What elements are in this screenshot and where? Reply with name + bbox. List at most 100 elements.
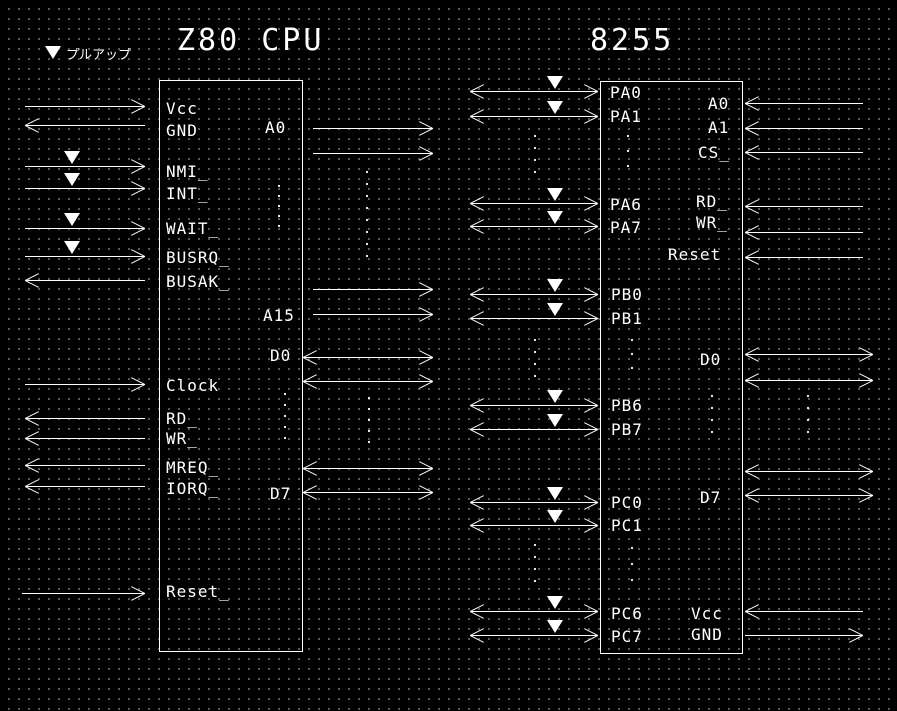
ppi-pc-wire-dots xyxy=(533,543,537,583)
continuation-dot xyxy=(626,134,630,138)
ppi-pa6-pullup-icon xyxy=(547,188,563,201)
ppi-pin-pb1: PB1 xyxy=(611,309,643,328)
continuation-dot xyxy=(277,204,281,208)
cpu-title: Z80 CPU xyxy=(177,23,324,58)
continuation-dot xyxy=(365,206,369,210)
continuation-dot xyxy=(533,362,537,366)
ppi-pa1-pullup-icon xyxy=(547,101,563,114)
cpu-pin-nmi: NMI_ xyxy=(166,162,209,181)
ppi-pc-label-dots xyxy=(630,546,634,582)
continuation-dot xyxy=(626,149,630,153)
continuation-dot xyxy=(630,578,634,582)
cpu-pin-a0: A0 xyxy=(265,118,286,137)
cpu-pin-d7: D7 xyxy=(270,484,291,503)
cpu-wait-pullup-icon xyxy=(64,213,80,226)
continuation-dot xyxy=(277,194,281,198)
ppi-pb-label-dots xyxy=(630,338,634,370)
continuation-dot xyxy=(365,230,369,234)
continuation-dot xyxy=(283,403,287,407)
continuation-dots xyxy=(277,134,810,583)
continuation-dot xyxy=(277,214,281,218)
ppi-pin-rd: RD_ xyxy=(696,192,728,211)
continuation-dot xyxy=(806,406,810,410)
continuation-dot xyxy=(533,146,537,150)
ppi-pin-wr: WR_ xyxy=(696,213,728,232)
continuation-dot xyxy=(283,414,287,418)
continuation-dot xyxy=(533,555,537,559)
cpu-int-wait-dots xyxy=(277,184,281,228)
continuation-dot xyxy=(626,164,630,168)
cpu-pin-rd: RD_ xyxy=(166,409,198,428)
continuation-dot xyxy=(533,134,537,138)
cpu-pin-clock: Clock xyxy=(166,376,219,395)
continuation-dot xyxy=(710,430,714,434)
ppi-pin-pa7: PA7 xyxy=(610,218,642,237)
cpu-pin-iorq: IORQ_ xyxy=(166,479,219,498)
ppi-pc6-pullup-icon xyxy=(547,596,563,609)
continuation-dot xyxy=(806,394,810,398)
cpu-address-bus-dots xyxy=(365,170,369,258)
continuation-dot xyxy=(367,440,371,444)
continuation-dot xyxy=(283,392,287,396)
ppi-pa-label-dots xyxy=(626,134,630,168)
continuation-dot xyxy=(533,567,537,571)
ppi-chip-body xyxy=(600,81,743,654)
cpu-d-pin-dots xyxy=(283,392,287,440)
cpu-pin-a15: A15 xyxy=(263,306,295,325)
ppi-pa0-pullup-icon xyxy=(547,76,563,89)
continuation-dot xyxy=(533,579,537,583)
continuation-dot xyxy=(365,182,369,186)
continuation-dot xyxy=(533,374,537,378)
legend-label: プルアップ xyxy=(66,48,131,63)
ppi-title: 8255 xyxy=(590,23,674,58)
cpu-pin-reset: Reset_ xyxy=(166,582,230,601)
ppi-pa7-pullup-icon xyxy=(547,211,563,224)
cpu-pin-vcc: Vcc xyxy=(166,99,198,118)
ppi-right-pin-labels: A0 A1 CS_ RD_ WR_ Reset D0 D7 Vcc GND xyxy=(668,94,729,644)
ppi-pin-a1: A1 xyxy=(708,118,729,137)
signal-wires xyxy=(22,92,873,636)
ppi-pin-a0: A0 xyxy=(708,94,729,113)
ppi-pin-d0: D0 xyxy=(700,350,721,369)
ppi-pc7-pullup-icon xyxy=(547,620,563,633)
continuation-dot xyxy=(365,218,369,222)
cpu-int-pullup-icon xyxy=(64,173,80,186)
ppi-d-wire-dots xyxy=(806,394,810,434)
cpu-data-bus-dots xyxy=(367,396,371,444)
ppi-pin-pc6: PC6 xyxy=(611,604,643,623)
ppi-pin-pc7: PC7 xyxy=(611,627,643,646)
cpu-right-pin-labels: A0 A15 D0 D7 xyxy=(263,118,295,503)
cpu-pin-d0: D0 xyxy=(270,346,291,365)
continuation-dot xyxy=(365,254,369,258)
ppi-pc0-pullup-icon xyxy=(547,487,563,500)
ppi-left-pin-labels: PA0 PA1 PA6 PA7 PB0 PB1 PB6 PB7 PC0 PC1 … xyxy=(610,83,643,646)
ppi-pin-gnd: GND xyxy=(691,625,723,644)
continuation-dot xyxy=(630,366,634,370)
cpu-nmi-pullup-icon xyxy=(64,151,80,164)
ppi-pin-vcc: Vcc xyxy=(691,604,723,623)
ppi-pin-pb7: PB7 xyxy=(611,420,643,439)
cpu-pin-int: INT_ xyxy=(166,184,209,203)
ppi-pb7-pullup-icon xyxy=(547,414,563,427)
continuation-dot xyxy=(533,338,537,342)
continuation-dot xyxy=(710,406,714,410)
continuation-dot xyxy=(367,429,371,433)
legend: プルアップ xyxy=(45,46,131,63)
continuation-dot xyxy=(365,170,369,174)
continuation-dot xyxy=(367,396,371,400)
continuation-dot xyxy=(533,543,537,547)
ppi-pin-pb0: PB0 xyxy=(611,285,643,304)
ppi-pin-pb6: PB6 xyxy=(611,396,643,415)
ppi-pin-d7: D7 xyxy=(700,488,721,507)
cpu-chip-body xyxy=(159,80,303,652)
continuation-dot xyxy=(630,338,634,342)
pullup-legend-icon xyxy=(45,46,61,59)
ppi-pb0-pullup-icon xyxy=(547,279,563,292)
ppi-pb-wire-dots xyxy=(533,338,537,378)
continuation-dot xyxy=(277,184,281,188)
ppi-d-label-dots xyxy=(710,394,714,434)
continuation-dot xyxy=(630,546,634,550)
pullup-markers xyxy=(64,76,563,633)
continuation-dot xyxy=(630,562,634,566)
